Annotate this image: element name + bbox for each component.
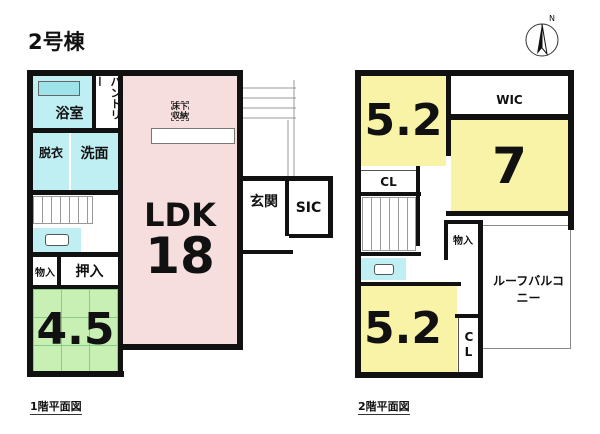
wall <box>237 70 243 350</box>
stairs-2f <box>362 197 416 251</box>
wall <box>446 211 574 216</box>
room-ldk: 床下収納 LDK 18 <box>123 76 237 344</box>
wall <box>118 344 243 350</box>
room-bath: 浴室 <box>33 76 92 128</box>
roof-balcony: ルーフバルコニー <box>482 225 571 349</box>
wall <box>355 70 361 378</box>
wall <box>361 282 461 286</box>
room-entrance: 玄関 <box>243 181 285 221</box>
wall <box>118 76 123 376</box>
wall <box>451 114 568 120</box>
wall <box>444 220 448 260</box>
room-dressing: 脱衣 <box>33 133 69 190</box>
floor2-caption: 2階平面図 <box>358 400 410 415</box>
bedroom-1-size: 5.2 <box>364 95 443 146</box>
bath-label: 浴室 <box>55 106 84 122</box>
room-bedroom-2: 7 <box>451 120 568 211</box>
ldk-size: 18 <box>145 227 215 285</box>
balcony-label: ルーフバルコニー <box>492 274 565 305</box>
wall <box>478 220 483 378</box>
wall <box>416 166 420 246</box>
wall <box>27 70 243 76</box>
toilet-icon <box>373 263 394 275</box>
room-closet-2f-3: CL <box>458 318 478 372</box>
room-wic: WIC <box>451 76 568 114</box>
room-washroom: 洗面 <box>71 133 118 190</box>
japanese-size: 4.5 <box>36 304 115 355</box>
closet-label: 押入 <box>75 264 104 280</box>
closet-1-label: CL <box>380 174 397 189</box>
wall <box>285 180 289 236</box>
wall <box>27 371 124 377</box>
compass-north-label: N <box>549 14 555 23</box>
kitchen-counter <box>151 128 235 144</box>
wall <box>33 190 118 195</box>
stairs-1f <box>33 196 93 224</box>
room-bedroom-1: 5.2 <box>361 76 446 166</box>
room-storage-2f: 物入 <box>448 224 478 254</box>
wall <box>444 220 483 224</box>
wall <box>361 252 421 256</box>
room-toilet-2f <box>361 258 406 280</box>
wall <box>289 234 333 238</box>
room-closet-1f: 押入 <box>61 257 118 285</box>
deck-stairs <box>242 80 296 176</box>
toilet-icon <box>45 234 69 246</box>
wall <box>33 252 118 257</box>
wall <box>355 372 483 378</box>
wall <box>355 70 574 76</box>
room-bedroom-3: 5.2 <box>361 286 457 372</box>
storage-label: 物入 <box>35 267 55 279</box>
wall <box>328 176 333 238</box>
entrance-label: 玄関 <box>250 194 278 210</box>
wall <box>33 285 118 289</box>
room-toilet <box>33 228 81 252</box>
wic-label: WIC <box>496 93 523 107</box>
wall <box>243 250 293 254</box>
wall <box>568 70 574 230</box>
wall <box>57 257 61 287</box>
underfloor-storage-label: 床下収納 <box>171 101 189 121</box>
ldk-label: LDK <box>144 196 216 234</box>
closet-3-label: CL <box>464 330 474 359</box>
pantry-label: パントリー <box>93 76 122 120</box>
room-pantry: パントリー <box>93 76 122 128</box>
bedroom-2-size: 7 <box>492 136 527 195</box>
room-closet-2f-1: CL <box>361 170 416 192</box>
wall <box>361 192 421 196</box>
building-title: 2号棟 <box>28 30 85 54</box>
floor1-caption: 1階平面図 <box>30 400 82 415</box>
bedroom-3-size: 5.2 <box>364 303 442 354</box>
wall <box>446 76 451 156</box>
wall <box>33 128 118 133</box>
sic-label: SIC <box>295 199 322 216</box>
storage-2f-label: 物入 <box>453 235 473 247</box>
wall <box>92 76 96 132</box>
compass-icon: N <box>522 14 562 58</box>
wall <box>243 176 333 181</box>
wall <box>455 314 480 318</box>
washroom-label: 洗面 <box>80 145 109 162</box>
room-japanese: 4.5 <box>33 289 118 371</box>
room-storage-1f: 物入 <box>33 257 57 285</box>
dressing-label: 脱衣 <box>38 146 63 160</box>
room-sic: SIC <box>289 181 328 234</box>
bathtub <box>38 81 80 96</box>
wall <box>27 70 33 376</box>
